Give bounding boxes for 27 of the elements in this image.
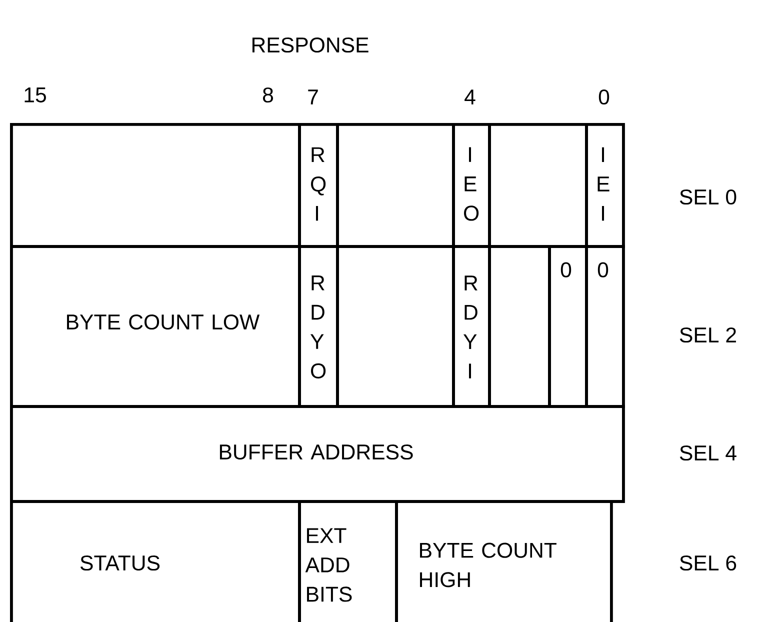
register-field: 0 (548, 245, 588, 408)
register-label: SEL 6 (680, 555, 736, 571)
bit-number: 8 (263, 87, 273, 103)
register-field: I E O (452, 123, 491, 248)
register-field: I E I (585, 123, 625, 248)
register-field: BYTE COUNT HIGH (395, 500, 613, 622)
register-field: STATUS (10, 500, 301, 622)
title: RESPONSE (252, 37, 368, 53)
register-field: 0 (585, 245, 625, 408)
register-label: SEL 0 (680, 189, 736, 205)
register-label: SEL 2 (680, 327, 736, 343)
register-label: SEL 4 (680, 445, 736, 461)
register-field (488, 123, 588, 248)
register-field (336, 245, 455, 408)
register-field: EXT ADD BITS (298, 500, 398, 622)
register-field: R D Y I (452, 245, 491, 408)
register-field: BYTE COUNT LOW (10, 245, 301, 408)
register-field: R D Y O (298, 245, 339, 408)
register-field (10, 123, 301, 248)
bit-number: 0 (598, 89, 610, 105)
register-field: R Q I (298, 123, 339, 248)
register-field (336, 123, 455, 248)
bit-number: 7 (308, 90, 318, 104)
register-field (488, 245, 551, 408)
bit-number: 4 (464, 90, 476, 104)
bit-number: 15 (24, 88, 46, 102)
register-field: BUFFER ADDRESS (10, 405, 625, 503)
